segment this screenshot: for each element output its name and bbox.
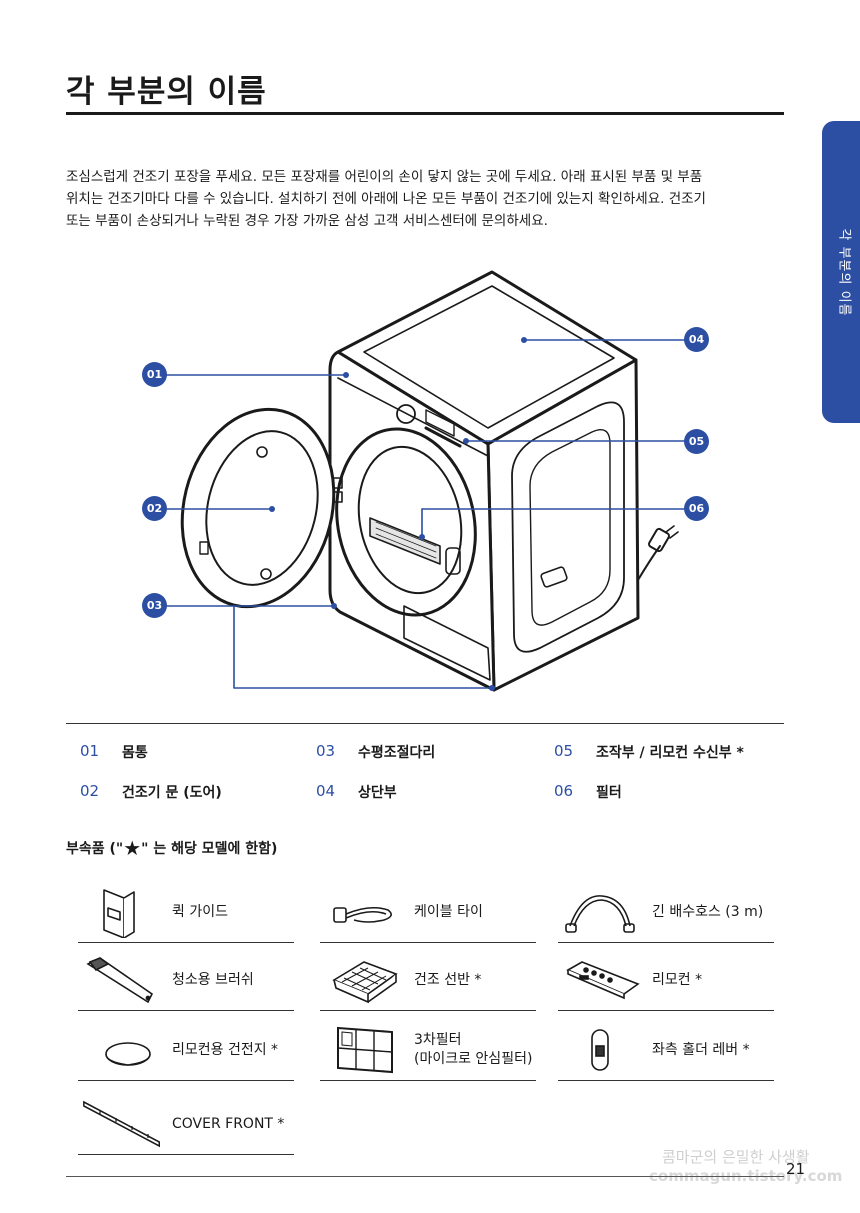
- callout-02: 02: [142, 496, 167, 521]
- part-name: 몸통: [122, 745, 148, 761]
- part-name: 수평조절다리: [358, 745, 436, 761]
- accessory-item: 리모컨 *: [558, 950, 774, 1011]
- parts-divider: [66, 723, 784, 724]
- accessory-item: 케이블 타이: [320, 882, 536, 943]
- dryer-figure: 01 02 03 04 05 06: [0, 240, 860, 710]
- intro-line: 조심스럽게 건조기 포장을 푸세요. 모든 포장재를 어린이의 손이 닿지 않는…: [66, 169, 703, 185]
- intro-line: 위치는 건조기마다 다를 수 있습니다. 설치하기 전에 아래에 나온 모든 부…: [66, 191, 706, 207]
- part-number: 03: [316, 742, 336, 760]
- accessory-label: 3차필터 (마이크로 안심필터): [414, 1020, 532, 1080]
- title-divider: [66, 112, 784, 115]
- dryer-illustration: [165, 270, 685, 692]
- accessory-label: 청소용 브러쉬: [172, 971, 254, 988]
- accessory-label: 퀵 가이드: [172, 903, 228, 920]
- page-number: 21: [786, 1160, 806, 1178]
- accessories-heading: 부속품 ("★" 는 해당 모델에 한함): [66, 836, 277, 860]
- cable-tie-icon: [333, 906, 392, 923]
- accessory-item: 퀵 가이드: [78, 882, 294, 943]
- part-number: 06: [554, 782, 574, 800]
- accessory-label: 좌측 홀더 레버 *: [652, 1041, 750, 1058]
- part-number: 02: [80, 782, 100, 800]
- part-name: 조작부 / 리모컨 수신부 *: [596, 745, 744, 761]
- accessory-label: 긴 배수호스 (3 m): [652, 903, 764, 920]
- accessory-item: 리모컨용 건전지 *: [78, 1020, 294, 1081]
- accessory-label: 건조 선반 *: [414, 971, 482, 988]
- holder-lever-icon: [591, 1029, 609, 1071]
- star-icon: ★: [123, 836, 142, 860]
- heading-suffix: " 는 해당 모델에 한함): [141, 841, 278, 857]
- part-name: 필터: [596, 785, 622, 801]
- side-tab[interactable]: 각 부분의 이름: [822, 121, 860, 423]
- intro-text: 조심스럽게 건조기 포장을 푸세요. 모든 포장재를 어린이의 손이 닿지 않는…: [66, 166, 786, 232]
- intro-line: 또는 부품이 손상되거나 누락된 경우 가장 가까운 삼성 고객 서비스센터에 …: [66, 213, 548, 229]
- callout-03: 03: [142, 593, 167, 618]
- callout-06: 06: [684, 496, 709, 521]
- part-number: 04: [316, 782, 336, 800]
- part-name: 건조기 문 (도어): [122, 785, 222, 801]
- accessory-label: 리모컨 *: [652, 971, 703, 988]
- accessory-item: 건조 선반 *: [320, 950, 536, 1011]
- footer-rule: [66, 1176, 784, 1177]
- accessory-item: 좌측 홀더 레버 *: [558, 1020, 774, 1081]
- quick-guide-icon: [103, 889, 135, 938]
- part-name: 상단부: [358, 785, 397, 801]
- accessory-label: 케이블 타이: [414, 903, 483, 920]
- cleaning-brush-icon: [86, 957, 154, 1004]
- accessory-label-line: (마이크로 안심필터): [414, 1051, 533, 1067]
- accessory-item: COVER FRONT *: [78, 1094, 294, 1155]
- callout-04: 04: [684, 327, 709, 352]
- drain-hose-icon: [565, 895, 635, 933]
- callout-01: 01: [142, 362, 167, 387]
- accessory-label: COVER FRONT *: [172, 1115, 285, 1132]
- drying-rack-icon: [332, 961, 398, 1004]
- accessory-item: 청소용 브러쉬: [78, 950, 294, 1011]
- accessory-item: 3차필터 (마이크로 안심필터): [320, 1020, 536, 1081]
- battery-icon: [105, 1042, 151, 1066]
- watermark-line-1: 콤마군의 은밀한 사생활: [662, 1148, 810, 1166]
- accessory-label: 리모컨용 건전지 *: [172, 1041, 279, 1058]
- remote-control-icon: [566, 961, 640, 1000]
- part-number: 01: [80, 742, 100, 760]
- page-title: 각 부분의 이름: [66, 74, 267, 110]
- part-number: 05: [554, 742, 574, 760]
- heading-prefix: 부속품 (": [66, 841, 124, 857]
- accessory-item: 긴 배수호스 (3 m): [558, 882, 774, 943]
- callout-05: 05: [684, 429, 709, 454]
- micro-filter-icon: [337, 1026, 393, 1074]
- cover-front-icon: [83, 1100, 160, 1148]
- accessory-label-line: 3차필터: [414, 1032, 462, 1048]
